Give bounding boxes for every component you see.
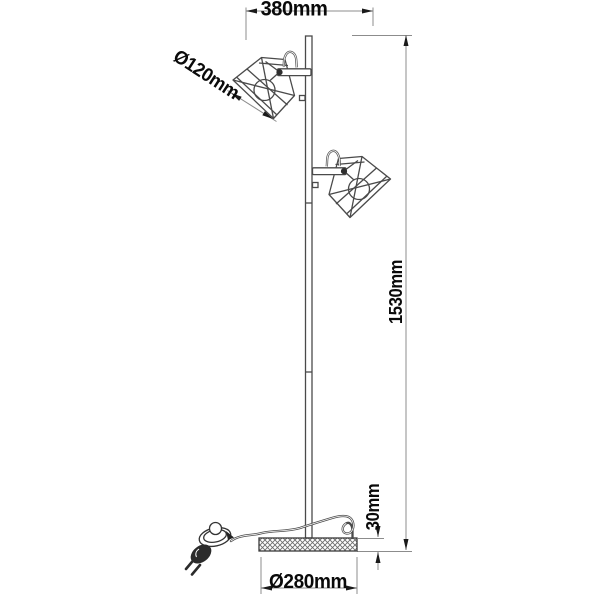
- base: [258, 537, 358, 552]
- power-plug: [184, 544, 212, 576]
- upper-lamp-head: [231, 50, 313, 120]
- pole: [298, 35, 319, 539]
- plug-prongs: [184, 558, 202, 576]
- dimension-arrows: [231, 8, 409, 591]
- switch-button: [208, 521, 223, 536]
- dim-label-base-height: 30mm: [363, 483, 383, 531]
- pole-knob-upper: [298, 94, 306, 102]
- floor-lamp: [184, 35, 392, 576]
- pole-knob-lower: [311, 181, 319, 189]
- lower-lamp-head: [311, 149, 392, 219]
- dim-label-total-height: 1530mm: [386, 259, 406, 325]
- cord-clip: [226, 531, 234, 540]
- dimension-lines: [227, 7, 412, 594]
- foot-switch: [198, 521, 234, 548]
- dim-label-base-diameter: Ø280mm: [269, 571, 347, 593]
- dim-label-head-span: 380mm: [260, 0, 328, 21]
